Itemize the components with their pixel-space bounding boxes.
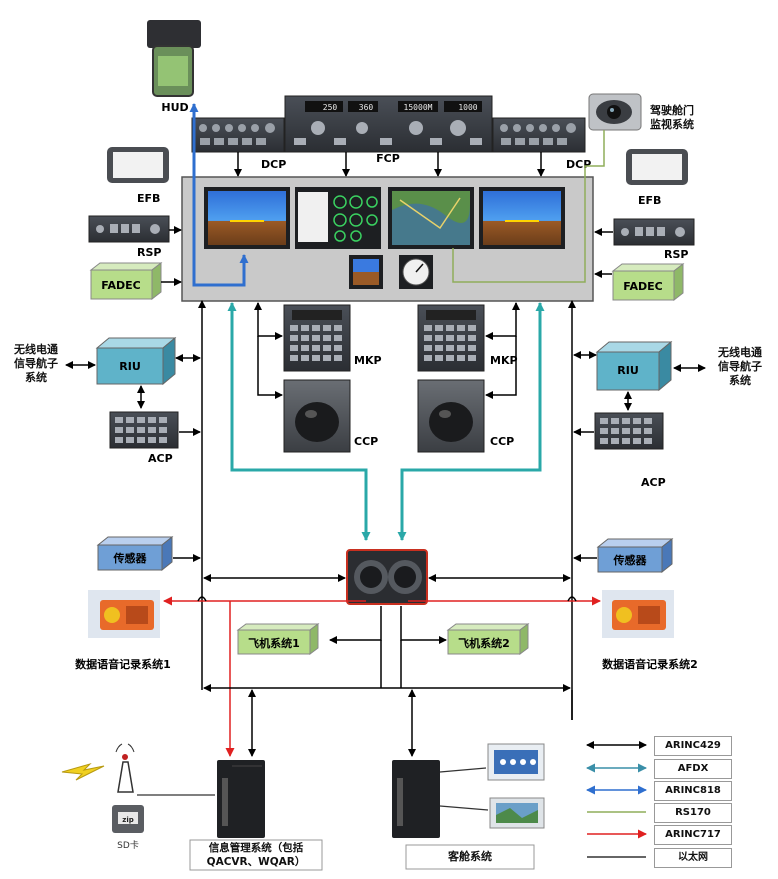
legend-item-arinc717: ARINC717 <box>654 825 732 845</box>
fcp-label: FCP <box>376 152 400 165</box>
cabin-system-label: 客舱系统 <box>448 850 492 863</box>
fcp-panel: 250 360 15000M 1000 <box>284 95 493 153</box>
info-mgmt-caption-box <box>189 839 323 871</box>
acp-left-panel <box>109 411 179 449</box>
legend-item-ethernet: 以太网 <box>654 848 732 868</box>
rsp-left-panel <box>88 215 170 243</box>
sensor-right-label: 传感器 <box>613 553 648 567</box>
sensor-right-box <box>596 537 674 574</box>
recorder-right-unit <box>602 590 674 638</box>
pfd-left-display <box>204 187 290 249</box>
dcp-right-panel <box>492 117 586 153</box>
mfd-left-display <box>295 187 381 249</box>
acp-right-panel <box>594 412 664 450</box>
map-display <box>388 187 474 249</box>
cabin-screen-2 <box>489 797 545 829</box>
efb-right-label: EFB <box>638 194 661 207</box>
legend-item-afdx: AFDX <box>654 759 732 779</box>
radio-nav-left-label: 无线电通 信导航子 系统 <box>14 343 58 384</box>
efb-left-device <box>107 147 169 183</box>
hud-unit <box>147 20 201 97</box>
rsp-left-label: RSP <box>137 246 161 259</box>
radio-nav-right-label: 无线电通 信导航子 系统 <box>718 346 762 387</box>
recorder-left-unit <box>88 590 160 638</box>
standby-attitude-indicator <box>349 255 383 289</box>
recorder-left-label: 数据语音记录系统1 <box>75 657 171 671</box>
riu-right-label: RIU <box>617 364 639 377</box>
fcp-readout-heading: 360 <box>359 103 374 112</box>
efb-right-device <box>626 149 688 185</box>
mkp-right-label: MKP <box>490 354 518 367</box>
cabin-caption-box <box>405 844 535 870</box>
aircraft-system1-box <box>236 623 320 655</box>
recorder-right-label: 数据语音记录系统2 <box>602 657 698 671</box>
standby-gauge <box>399 255 433 289</box>
cockpit-door-monitor-label: 驾驶舱门 监视系统 <box>650 104 694 131</box>
zip-text: zip <box>122 816 133 824</box>
cabin-screen-1 <box>487 743 545 781</box>
legend-item-arinc818: ARINC818 <box>654 781 732 801</box>
mkp-left-keypad <box>283 304 351 372</box>
fcp-readout-altitude: 15000M <box>404 103 433 112</box>
fadec-right-box <box>611 262 685 302</box>
aircraft-system1-label: 飞机系统1 <box>248 636 300 650</box>
legend <box>586 741 647 858</box>
dcp-left-label: DCP <box>261 158 286 171</box>
fcp-readout-speed: 250 <box>323 103 338 112</box>
ccp-left-trackball <box>283 379 351 453</box>
acp-right-label: ACP <box>641 476 666 489</box>
wireless-antenna-icon <box>115 743 135 793</box>
efb-left-label: EFB <box>137 192 160 205</box>
ima-cabinet <box>346 549 428 605</box>
mkp-left-label: MKP <box>354 354 382 367</box>
dcp-left-panel <box>191 117 285 153</box>
sd-card-icon <box>112 805 144 833</box>
ccp-right-trackball <box>417 379 485 453</box>
legend-item-arinc429: ARINC429 <box>654 736 732 756</box>
rsp-right-panel <box>613 218 695 246</box>
aircraft-system2-box <box>446 623 530 655</box>
info-mgmt-label: 信息管理系统（包括 QACVR、WQAR） <box>206 842 306 868</box>
cockpit-door-camera <box>588 93 642 131</box>
acp-left-label: ACP <box>148 452 173 465</box>
fadec-right-label: FADEC <box>623 280 662 293</box>
sensor-left-box <box>96 535 174 572</box>
riu-right-box <box>595 340 673 392</box>
riu-left-label: RIU <box>119 360 141 373</box>
dcp-right-label: DCP <box>566 158 591 171</box>
hud-label: HUD <box>161 101 188 114</box>
ccp-right-label: CCP <box>490 435 514 448</box>
fcp-readout-vs: 1000 <box>458 103 477 112</box>
riu-left-box <box>95 336 177 386</box>
fadec-left-box <box>89 261 163 301</box>
aircraft-system2-label: 飞机系统2 <box>458 636 510 650</box>
lightning-icon <box>61 762 105 781</box>
pfd-right-display <box>479 187 565 249</box>
info-mgmt-server <box>217 760 265 838</box>
legend-item-rs170: RS170 <box>654 803 732 823</box>
cabin-server <box>392 760 440 838</box>
ccp-left-label: CCP <box>354 435 378 448</box>
sensor-left-label: 传感器 <box>113 551 148 565</box>
fadec-left-label: FADEC <box>101 279 140 292</box>
sd-card-label: SD卡 <box>117 839 139 851</box>
rsp-right-label: RSP <box>664 248 688 261</box>
mkp-right-keypad <box>417 304 485 372</box>
